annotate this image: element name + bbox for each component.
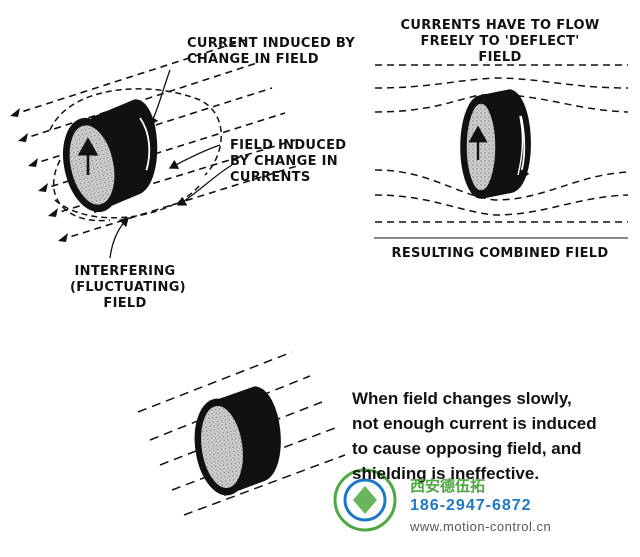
label-currents-flow: CURRENTS HAVE TO FLOW FREELY TO 'DEFLECT… xyxy=(400,18,600,65)
top-left-figure xyxy=(10,39,301,259)
shield-ring-bottom xyxy=(194,386,281,497)
shield-ring-left xyxy=(63,99,158,214)
watermark-phone: 186-2947-6872 xyxy=(410,497,532,514)
field-arrowheads xyxy=(10,108,68,242)
watermark-logo xyxy=(333,468,397,532)
watermark-url: www.motion-control.cn xyxy=(410,519,552,534)
watermark-company-name: 西安德伍拓 xyxy=(410,477,486,495)
label-current-induced: CURRENT INDUCED BY CHANGE IN FIELD xyxy=(187,36,356,67)
induced-field-loops xyxy=(49,88,222,222)
caption-slow-change: When field changes slowly, not enough cu… xyxy=(352,389,597,483)
label-resulting-field: RESULTING COMBINED FIELD xyxy=(391,246,609,261)
shield-ring-right xyxy=(460,89,531,199)
top-right-figure xyxy=(374,64,629,239)
bottom-figure xyxy=(137,351,346,516)
deflected-field-lines xyxy=(374,64,629,223)
slow-field-lines xyxy=(137,351,346,516)
label-field-induced: FIELD INDUCED BY CHANGE IN CURRENTS xyxy=(230,138,347,185)
label-interfering-field: INTERFERING (FLUCTUATING) FIELD xyxy=(70,264,186,311)
